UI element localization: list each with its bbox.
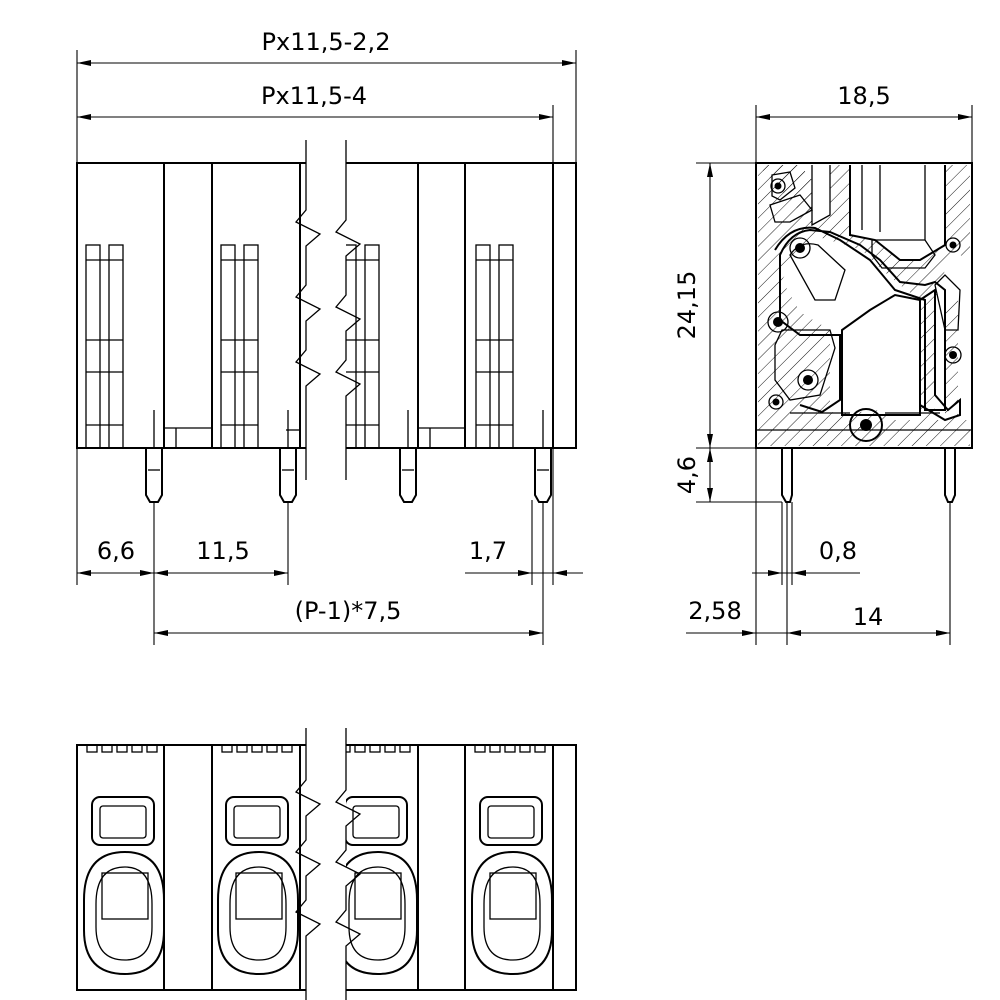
front-pins: [145, 448, 552, 503]
dim-pin-span: (P-1)*7,5: [295, 597, 402, 625]
dim-pin-diameter: 0,8: [819, 537, 857, 565]
front-dimensions: Px11,5-2,2 Px11,5-4 6,6 11,5 1,7 (P-1)*7…: [76, 28, 583, 645]
side-rivets: [767, 178, 962, 442]
top-view-right-part: [346, 744, 577, 991]
front-view: [76, 140, 577, 503]
dim-edge-offset: 1,7: [469, 537, 507, 565]
dim-body-height: 24,15: [673, 271, 701, 340]
front-view-right-part: [346, 162, 577, 449]
dim-end-offset: 6,6: [97, 537, 135, 565]
side-dimensions: 18,5 24,15 4,6 0,8 2,58 14: [673, 82, 973, 645]
dim-side-pin-span: 14: [853, 603, 884, 631]
dim-side-width: 18,5: [837, 82, 890, 110]
dim-pitch: 11,5: [196, 537, 249, 565]
top-view: [76, 728, 577, 1000]
dim-inner-width: Px11,5-4: [261, 82, 367, 110]
dim-pin-length: 4,6: [673, 456, 701, 494]
top-view-left-part: [76, 744, 306, 991]
dim-overall-width: Px11,5-2,2: [262, 28, 391, 56]
front-view-left-part: [76, 162, 306, 449]
side-view: [755, 162, 973, 503]
dim-side-offset: 2,58: [688, 597, 741, 625]
